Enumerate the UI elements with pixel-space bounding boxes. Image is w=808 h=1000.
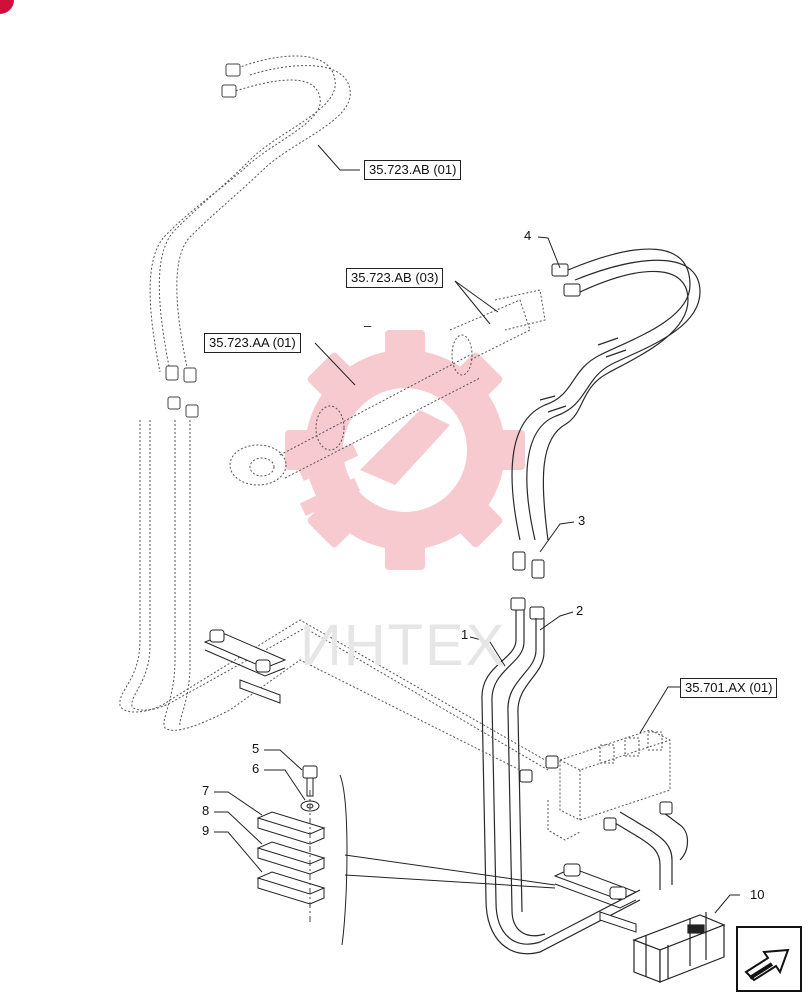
ghost-hydraulic-cylinder	[229, 289, 546, 486]
dash-mark: –	[364, 318, 372, 333]
clamp-lower	[553, 863, 638, 933]
callout-10: 10	[750, 887, 765, 902]
callout-2: 2	[576, 603, 584, 618]
callout-9: 9	[202, 823, 210, 838]
ghost-hose-upper-left	[149, 55, 351, 373]
callout-1: 1	[461, 627, 469, 642]
bracket-lines	[339, 774, 556, 946]
watermark-text: ИНТЕХ	[300, 613, 507, 678]
ghost-tubes	[119, 420, 549, 771]
callout-5: 5	[252, 741, 260, 756]
valve-fittings	[519, 755, 673, 831]
ref-label-35-723-ab-01[interactable]: 35.723.AB (01)	[364, 160, 462, 180]
leader-lines	[214, 144, 740, 914]
ref-label-35-723-ab-03[interactable]: 35.723.AB (03)	[346, 268, 444, 288]
exploded-clamp-parts	[256, 765, 326, 905]
callout-3: 3	[578, 513, 586, 528]
callout-4: 4	[524, 228, 532, 243]
ghost-valve-block	[547, 729, 671, 841]
hose-fittings	[510, 263, 581, 620]
ghost-fittings-upper	[165, 63, 241, 418]
callout-7: 7	[202, 783, 210, 798]
watermark-gear	[285, 330, 525, 570]
rigid-tubes	[481, 610, 689, 955]
next-page-arrow-icon	[744, 948, 790, 982]
callout-8: 8	[202, 803, 210, 818]
ref-label-35-701-ax-01[interactable]: 35.701.AX (01)	[680, 678, 778, 698]
callout-6: 6	[252, 761, 260, 776]
next-page-button[interactable]	[736, 926, 802, 992]
kit-box-icon	[632, 912, 726, 983]
ref-label-35-723-aa-01[interactable]: 35.723.AA (01)	[204, 333, 301, 353]
clamp-upper	[203, 629, 287, 704]
main-hoses	[511, 248, 701, 541]
